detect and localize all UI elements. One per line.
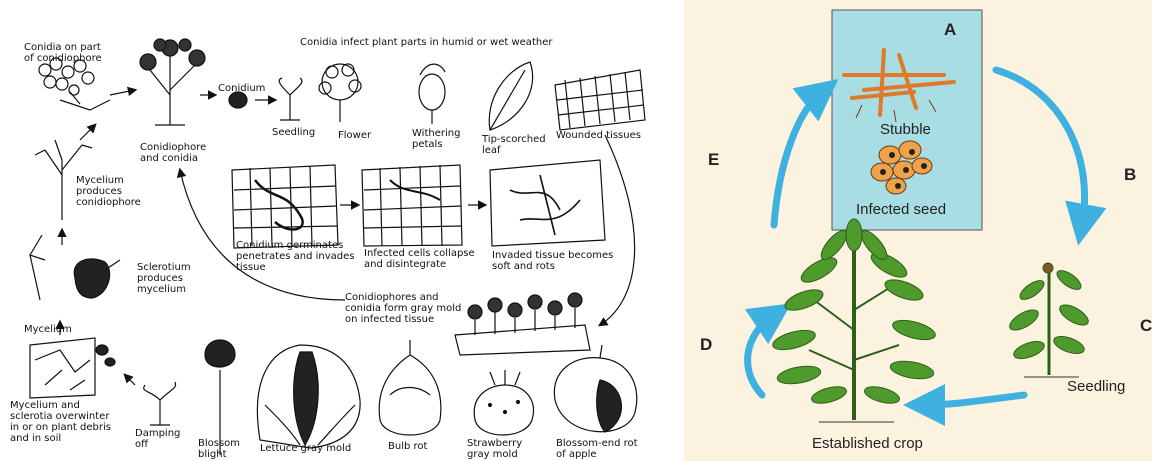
arrow-b	[996, 70, 1085, 225]
inoculum-box	[832, 10, 982, 230]
arrow-e	[774, 92, 822, 225]
label-infected-cells-collapse: Infected cells collapse and disintegrate	[364, 248, 475, 270]
arrow-c	[924, 395, 1024, 405]
label-established-crop: Established crop	[812, 435, 923, 452]
label-conidia-on-part: Conidia on part of conidiophore	[24, 42, 102, 64]
tissue-section-illustrations	[232, 160, 605, 248]
label-conidia-infect: Conidia infect plant parts in humid or w…	[300, 37, 552, 48]
label-seedling-right: Seedling	[1067, 378, 1125, 395]
disease-cycle-illustration	[0, 0, 672, 461]
label-conidium-germinates: Conidium germinates penetrates and invad…	[236, 240, 354, 273]
label-blossom-blight: Blossom blight	[198, 438, 240, 460]
letter-e: E	[708, 150, 719, 170]
label-damping-off: Damping off	[135, 428, 180, 450]
conidiophore-illustration	[140, 39, 205, 125]
label-mycelium-overwinter: Mycelium and sclerotia overwinter in or …	[10, 400, 111, 444]
label-infected-seed: Infected seed	[856, 201, 946, 218]
flower-illustration	[319, 64, 361, 122]
gray-mold-disease-cycle: Conidia on part of conidiophore Conidia …	[0, 0, 672, 461]
label-mycelium: Mycelium	[24, 324, 72, 335]
letter-b: B	[1124, 165, 1136, 185]
letter-c: C	[1140, 316, 1152, 336]
letter-d: D	[700, 335, 712, 355]
gray-mold-illustration	[455, 293, 590, 355]
label-mycelium-produces-conidiophore: Mycelium produces conidiophore	[76, 175, 141, 208]
letter-a: A	[944, 20, 956, 40]
seedling-plant-illustration	[1007, 263, 1092, 375]
crop-disease-cycle: A B C D E Stubble Infected seed Seedling…	[684, 0, 1152, 461]
wounded-tissue-illustration	[555, 70, 645, 130]
label-seedling: Seedling	[272, 127, 315, 138]
label-sclerotium-produces-mycelium: Sclerotium produces mycelium	[137, 262, 191, 295]
label-withering-petals: Withering petals	[412, 128, 460, 150]
established-crop-illustration	[771, 219, 938, 420]
label-strawberry-gray-mold: Strawberry gray mold	[467, 438, 522, 460]
label-stubble: Stubble	[880, 121, 931, 138]
label-conidium: Conidium	[218, 83, 265, 94]
label-flower: Flower	[338, 130, 371, 141]
lettuce-illustration	[257, 345, 360, 448]
label-wounded-tissues: Wounded tissues	[556, 130, 641, 141]
conidia-cluster-illustration	[39, 58, 110, 110]
arrow-d	[748, 315, 774, 395]
label-lettuce-gray-mold: Lettuce gray mold	[260, 443, 351, 454]
label-invaded-tissue-soft: Invaded tissue becomes soft and rots	[492, 250, 613, 272]
label-tip-scorched-leaf: Tip-scorched leaf	[482, 134, 546, 156]
label-conidiophore-and-conidia: Conidiophore and conidia	[140, 142, 206, 164]
label-bulb-rot: Bulb rot	[388, 441, 427, 452]
label-conidiophores-gray-mold: Conidiophores and conidia form gray mold…	[345, 292, 461, 325]
label-blossom-end-rot: Blossom-end rot of apple	[556, 438, 638, 460]
